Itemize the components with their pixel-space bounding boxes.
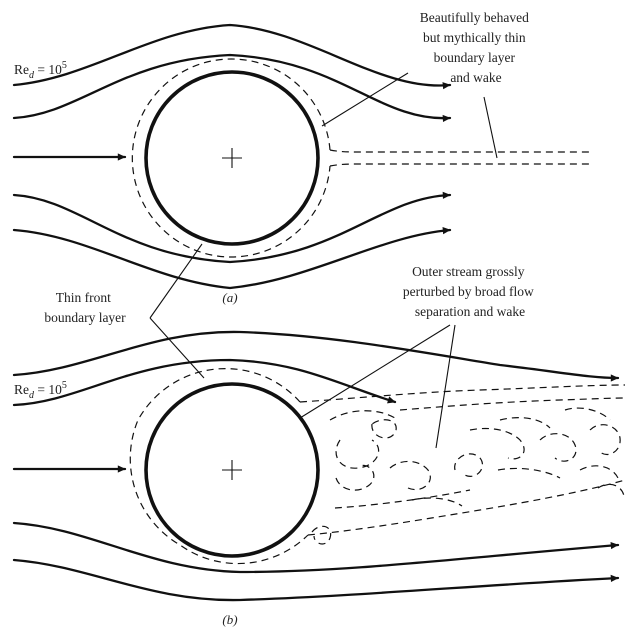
leader-a-to-wake bbox=[484, 97, 497, 158]
thin-front-boundary-label: Thin front boundary layer bbox=[44, 290, 126, 325]
streamline-b-1 bbox=[14, 332, 618, 378]
re-label-a: Red = 105 bbox=[14, 60, 67, 81]
annotation-a: Beautifully behaved but mythically thin … bbox=[420, 10, 532, 85]
caption-b: (b) bbox=[222, 612, 237, 627]
leader-b-to-wake bbox=[436, 325, 455, 448]
panel-a: Red = 105 Beautifully behaved but mythic… bbox=[14, 10, 592, 305]
streamline-b-5 bbox=[14, 560, 618, 600]
wake-a-upper bbox=[330, 150, 592, 152]
streamline-b-4 bbox=[14, 523, 618, 572]
wake-b bbox=[300, 385, 625, 544]
leader-front-to-b bbox=[150, 318, 204, 378]
wake-a-lower bbox=[330, 164, 592, 166]
caption-a: (a) bbox=[222, 290, 237, 305]
shared-annotation: Thin front boundary layer bbox=[44, 244, 204, 378]
annotation-b: Outer stream grossly perturbed by broad … bbox=[403, 264, 537, 319]
